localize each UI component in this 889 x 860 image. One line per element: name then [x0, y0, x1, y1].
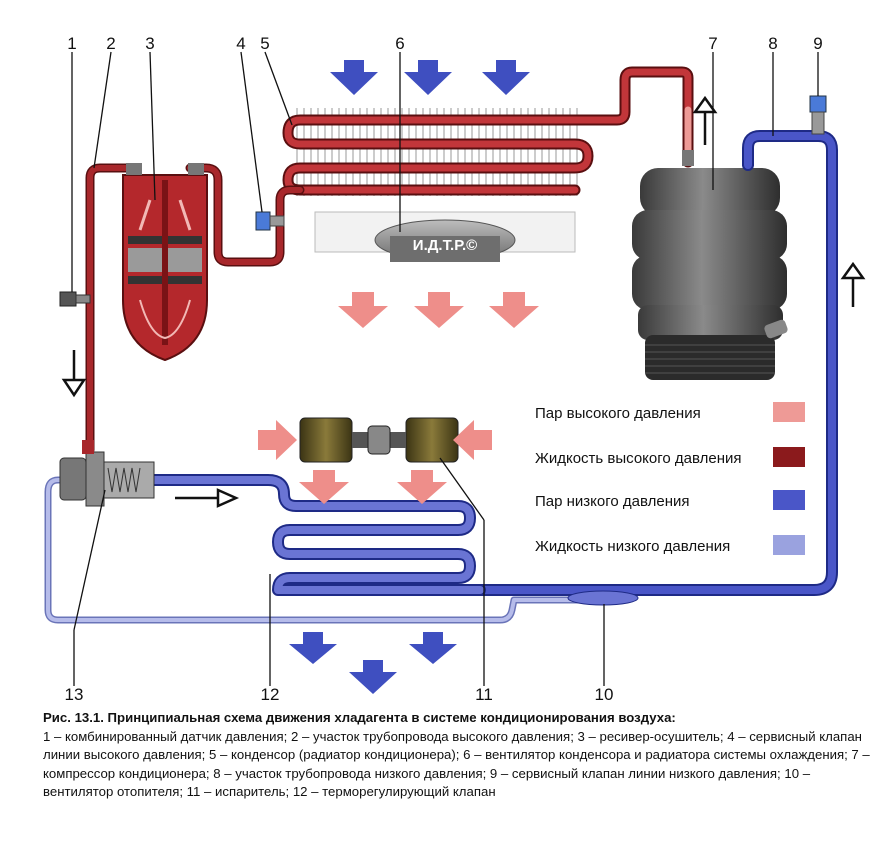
condenser-coil — [282, 66, 694, 196]
legend-swatch-0 — [773, 402, 805, 422]
air-arrows-evaporator-in — [258, 420, 492, 504]
expansion-valve — [59, 440, 155, 507]
legend-label-0: Пар высокого давления — [535, 405, 701, 422]
legend-swatch-1 — [773, 447, 805, 467]
legend-label-1: Жидкость высокого давления — [535, 450, 742, 467]
label-13: 13 — [65, 685, 84, 704]
label-4: 4 — [236, 34, 245, 53]
figure-caption: Рис. 13.1. Принципиальная схема движения… — [43, 709, 873, 802]
caption-title: Рис. 13.1. Принципиальная схема движения… — [43, 710, 676, 725]
leader-lines — [71, 51, 819, 686]
label-1: 1 — [67, 34, 76, 53]
fan-label: И.Д.Т.Р.© — [413, 237, 477, 254]
blower-motor — [299, 417, 459, 463]
label-2: 2 — [106, 34, 115, 53]
legend: Пар высокого давления Жидкость высокого … — [535, 402, 805, 555]
label-8: 8 — [768, 34, 777, 53]
high-pressure-service-valve — [255, 211, 285, 231]
heater-fan — [567, 590, 639, 606]
caption-text: 1 – комбинированный датчик давления; 2 –… — [43, 728, 870, 800]
compressor — [632, 150, 788, 380]
low-pressure-vapor-line — [474, 130, 838, 596]
label-6: 6 — [395, 34, 404, 53]
legend-label-3: Жидкость низкого давления — [535, 538, 730, 555]
label-5: 5 — [260, 34, 269, 53]
legend-swatch-3 — [773, 535, 805, 555]
low-pressure-liquid-line — [44, 476, 604, 624]
air-arrows-cool-in — [330, 60, 530, 95]
label-12: 12 — [261, 685, 280, 704]
legend-label-2: Пар низкого давления — [535, 493, 690, 510]
legend-swatch-2 — [773, 490, 805, 510]
label-11: 11 — [475, 685, 493, 704]
label-10: 10 — [595, 685, 614, 704]
evaporator-coil — [144, 474, 486, 596]
condenser-fan: И.Д.Т.Р.© — [314, 211, 576, 262]
label-9: 9 — [813, 34, 822, 53]
flow-direction-arrows — [61, 95, 866, 508]
low-pressure-service-valve — [809, 95, 827, 135]
component-numbers: 1 2 3 4 5 6 7 8 9 10 11 12 13 — [65, 34, 823, 704]
air-arrows-cold-out — [289, 632, 457, 694]
label-3: 3 — [145, 34, 154, 53]
air-arrows-hot-out — [338, 292, 539, 328]
refrigerant-circuit-diagram: И.Д.Т.Р.© — [44, 34, 866, 704]
pressure-sensor — [59, 291, 91, 307]
high-pressure-liquid-line — [85, 163, 305, 455]
label-7: 7 — [708, 34, 717, 53]
receiver-drier — [122, 163, 208, 362]
